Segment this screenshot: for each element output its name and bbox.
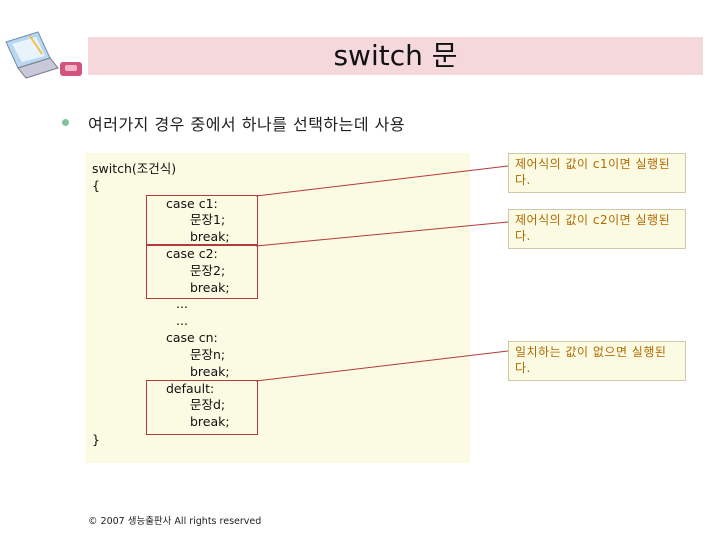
computer-illustration-icon: [0, 28, 88, 80]
case2-highlight-frame: [146, 245, 258, 299]
case1-highlight-frame: [146, 195, 258, 245]
code-line-dots1: ...: [176, 296, 188, 311]
code-line-open-brace: {: [92, 178, 100, 193]
code-line-dots2: ...: [176, 313, 188, 328]
page-title: switch 문: [333, 39, 458, 72]
intro-text: 여러가지 경우 중에서 하나를 선택하는데 사용: [88, 115, 406, 134]
code-line-stmtn: 문장n;: [190, 347, 226, 362]
code-line-case2: case c2:: [166, 246, 218, 261]
connector-line-2: [255, 221, 509, 247]
default-highlight-frame: [146, 380, 258, 435]
code-line-close-brace: }: [92, 432, 100, 447]
connector-line-1: [255, 165, 509, 197]
connector-line-3: [255, 350, 509, 382]
code-line-breakn: break;: [190, 364, 230, 379]
code-line-switch: switch(조건식): [92, 161, 177, 176]
code-line-case1: case c1:: [166, 196, 218, 211]
bullet-icon: [62, 119, 69, 126]
code-line-breakd: break;: [190, 414, 230, 429]
code-line-stmt2: 문장2;: [190, 263, 226, 278]
note-default: 일치하는 값이 없으면 실행된다.: [508, 341, 686, 381]
code-line-casen: case cn:: [166, 330, 218, 345]
title-bar: [88, 37, 703, 75]
code-line-stmtd: 문장d;: [190, 397, 226, 412]
code-line-stmt1: 문장1;: [190, 212, 226, 227]
code-line-break2: break;: [190, 280, 230, 295]
code-box: [85, 153, 470, 463]
code-line-break1: break;: [190, 229, 230, 244]
note-case1: 제어식의 값이 c1이면 실행된다.: [508, 153, 686, 193]
code-line-default: default:: [166, 381, 215, 396]
note-case2: 제어식의 값이 c2이면 실행된다.: [508, 209, 686, 249]
copyright-footer: © 2007 생능출판사 All rights reserved: [88, 516, 262, 527]
